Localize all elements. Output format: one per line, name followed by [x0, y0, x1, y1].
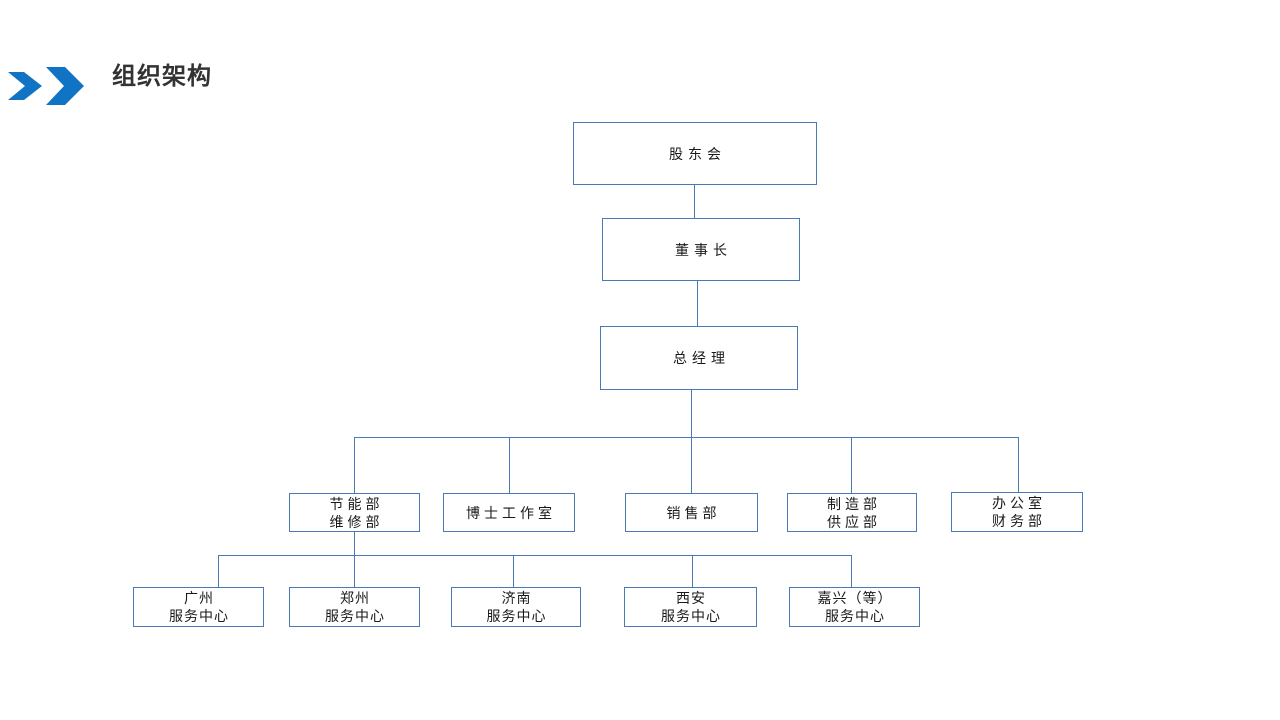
- org-node-label: 股东会: [669, 145, 726, 162]
- connector-drop-energy-dept: [354, 437, 355, 493]
- connector-energy-dept-service-centers: [354, 532, 355, 587]
- org-node-guangzhou-service-center: 广州 服务中心: [133, 587, 264, 627]
- org-node-general-manager: 总经理: [600, 326, 798, 390]
- double-chevron-right-icon: [8, 67, 84, 105]
- slide-header: 组织架构: [0, 0, 1280, 110]
- connector-drop-xian: [692, 555, 693, 587]
- org-node-label-line1: 广州: [184, 590, 214, 606]
- org-node-label-line2: 供应部: [827, 513, 881, 530]
- org-node-label-line2: 服务中心: [661, 608, 721, 624]
- org-node-label-line1: 嘉兴（等）: [817, 590, 893, 606]
- org-node-label-line2: 服务中心: [486, 608, 547, 624]
- org-node-label-line2: 服务中心: [169, 608, 229, 624]
- org-node-label: 董事长: [675, 241, 732, 258]
- connector-drop-doctor-studio: [509, 437, 510, 493]
- page-title: 组织架构: [112, 63, 212, 90]
- org-node-zhengzhou-service-center: 郑州 服务中心: [289, 587, 420, 627]
- org-node-jinan-service-center: 济南 服务中心: [451, 587, 581, 627]
- org-node-label-line1: 制造部: [827, 495, 881, 512]
- org-node-label-line2: 财务部: [992, 513, 1046, 529]
- org-node-xian-service-center: 西安 服务中心: [624, 587, 757, 627]
- org-node-label: 总经理: [673, 350, 730, 366]
- org-node-office-finance-dept: 办公室 财务部: [951, 492, 1083, 532]
- org-node-label-line2: 维修部: [329, 513, 384, 530]
- org-node-label-line2: 服务中心: [825, 608, 885, 624]
- org-node-sales-dept: 销售部: [625, 493, 758, 532]
- org-node-chairman: 董事长: [602, 218, 800, 281]
- org-node-label-line1: 博士工作室: [466, 504, 556, 521]
- org-node-manufacturing-supply-dept: 制造部 供应部: [787, 493, 917, 532]
- org-node-label-line1: 节能部: [329, 495, 384, 512]
- connector-service-centers-bus: [218, 555, 851, 556]
- connector-drop-sales-dept: [691, 437, 692, 493]
- connector-drop-jiaxing: [851, 555, 852, 587]
- org-node-label-line2: 服务中心: [325, 608, 385, 624]
- org-node-doctor-studio: 博士工作室: [443, 493, 575, 532]
- org-node-shareholders: 股东会: [573, 122, 817, 185]
- connector-drop-jinan: [513, 555, 514, 587]
- org-node-label-line1: 济南: [501, 590, 532, 606]
- connector-gm-departments: [691, 390, 692, 437]
- connector-departments-bus: [354, 437, 1018, 438]
- connector-chairman-gm: [697, 281, 698, 326]
- org-node-label-line1: 办公室: [992, 495, 1046, 511]
- org-node-energy-maintenance-dept: 节能部 维修部: [289, 493, 420, 532]
- connector-shareholders-chairman: [694, 185, 695, 218]
- connector-drop-office-dept: [1018, 437, 1019, 493]
- org-node-label-line1: 郑州: [340, 590, 370, 606]
- connector-drop-manufacturing-dept: [851, 437, 852, 493]
- connector-drop-guangzhou: [218, 555, 219, 587]
- org-node-jiaxing-service-center: 嘉兴（等） 服务中心: [789, 587, 920, 627]
- org-node-label-line1: 西安: [676, 590, 706, 606]
- org-node-label-line1: 销售部: [666, 504, 721, 521]
